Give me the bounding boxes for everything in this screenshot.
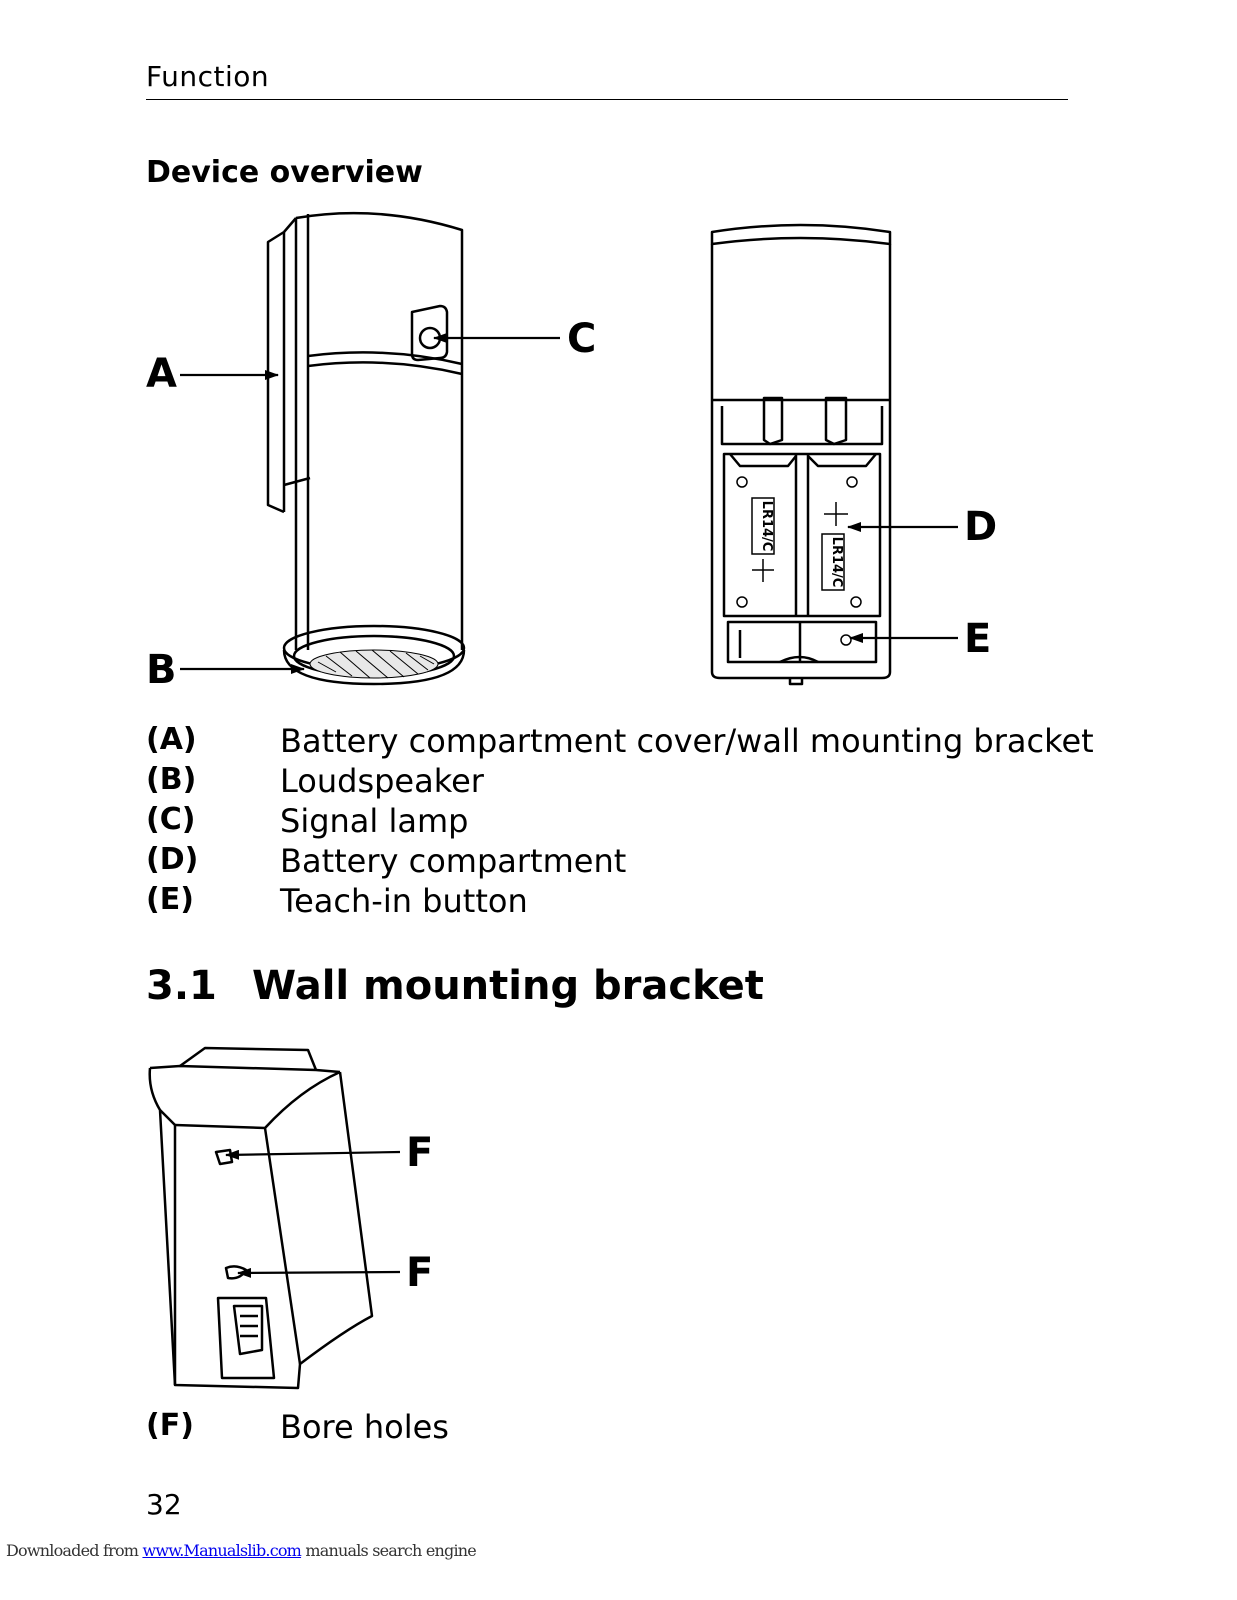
bracket-drawing: [148, 1046, 374, 1390]
legend-text: Teach-in button: [280, 882, 528, 920]
legend-text: Battery compartment cover/wall mounting …: [280, 722, 1094, 760]
section-heading: Device overview: [146, 155, 423, 190]
header-rule: [146, 99, 1068, 100]
speaker-grille: [309, 649, 439, 679]
battery-label-left: LR14/C: [759, 501, 774, 552]
legend-key: (B): [146, 762, 197, 797]
legend-key: (E): [146, 882, 194, 917]
legend-text: Battery compartment: [280, 842, 627, 880]
leader-f1: [225, 1149, 401, 1160]
leader-f2: [237, 1267, 401, 1278]
subsection-heading: 3.1 Wall mounting bracket: [146, 963, 764, 1009]
teach-in-button-icon: [840, 634, 852, 646]
callout-b: B: [146, 647, 177, 693]
callout-a: A: [146, 351, 177, 397]
running-header: Function: [146, 60, 270, 93]
legend-text: Loudspeaker: [280, 762, 484, 800]
legend-text: Signal lamp: [280, 802, 469, 840]
legend-key: (F): [146, 1408, 194, 1443]
callout-f-bottom: F: [406, 1250, 433, 1296]
page-number: 32: [146, 1488, 182, 1521]
legend-key: (A): [146, 722, 197, 757]
footer-prefix: Downloaded from: [6, 1541, 143, 1560]
callout-f-top: F: [406, 1130, 433, 1176]
manualslib-link[interactable]: www.Manualslib.com: [142, 1541, 302, 1560]
battery-markings: [736, 476, 862, 646]
subsection-title: Wall mounting bracket: [252, 963, 764, 1009]
legend-key: (C): [146, 802, 196, 837]
battery-label-right: LR14/C: [829, 537, 844, 588]
footer-suffix: manuals search engine: [301, 1541, 476, 1560]
callout-e: E: [964, 616, 991, 662]
callout-c: C: [567, 316, 596, 362]
legend-key: (D): [146, 842, 199, 877]
callout-d: D: [964, 504, 997, 550]
legend-text: Bore holes: [280, 1408, 449, 1446]
device-overview-figure: LR14/C LR14/C A B C D E: [146, 211, 997, 693]
device-side-view: [266, 211, 466, 686]
subsection-number: 3.1: [146, 963, 217, 1009]
device-front-view: [710, 223, 892, 686]
download-footer: Downloaded from www.Manualslib.com manua…: [6, 1541, 477, 1560]
wall-bracket-figure: F F: [148, 1046, 433, 1390]
